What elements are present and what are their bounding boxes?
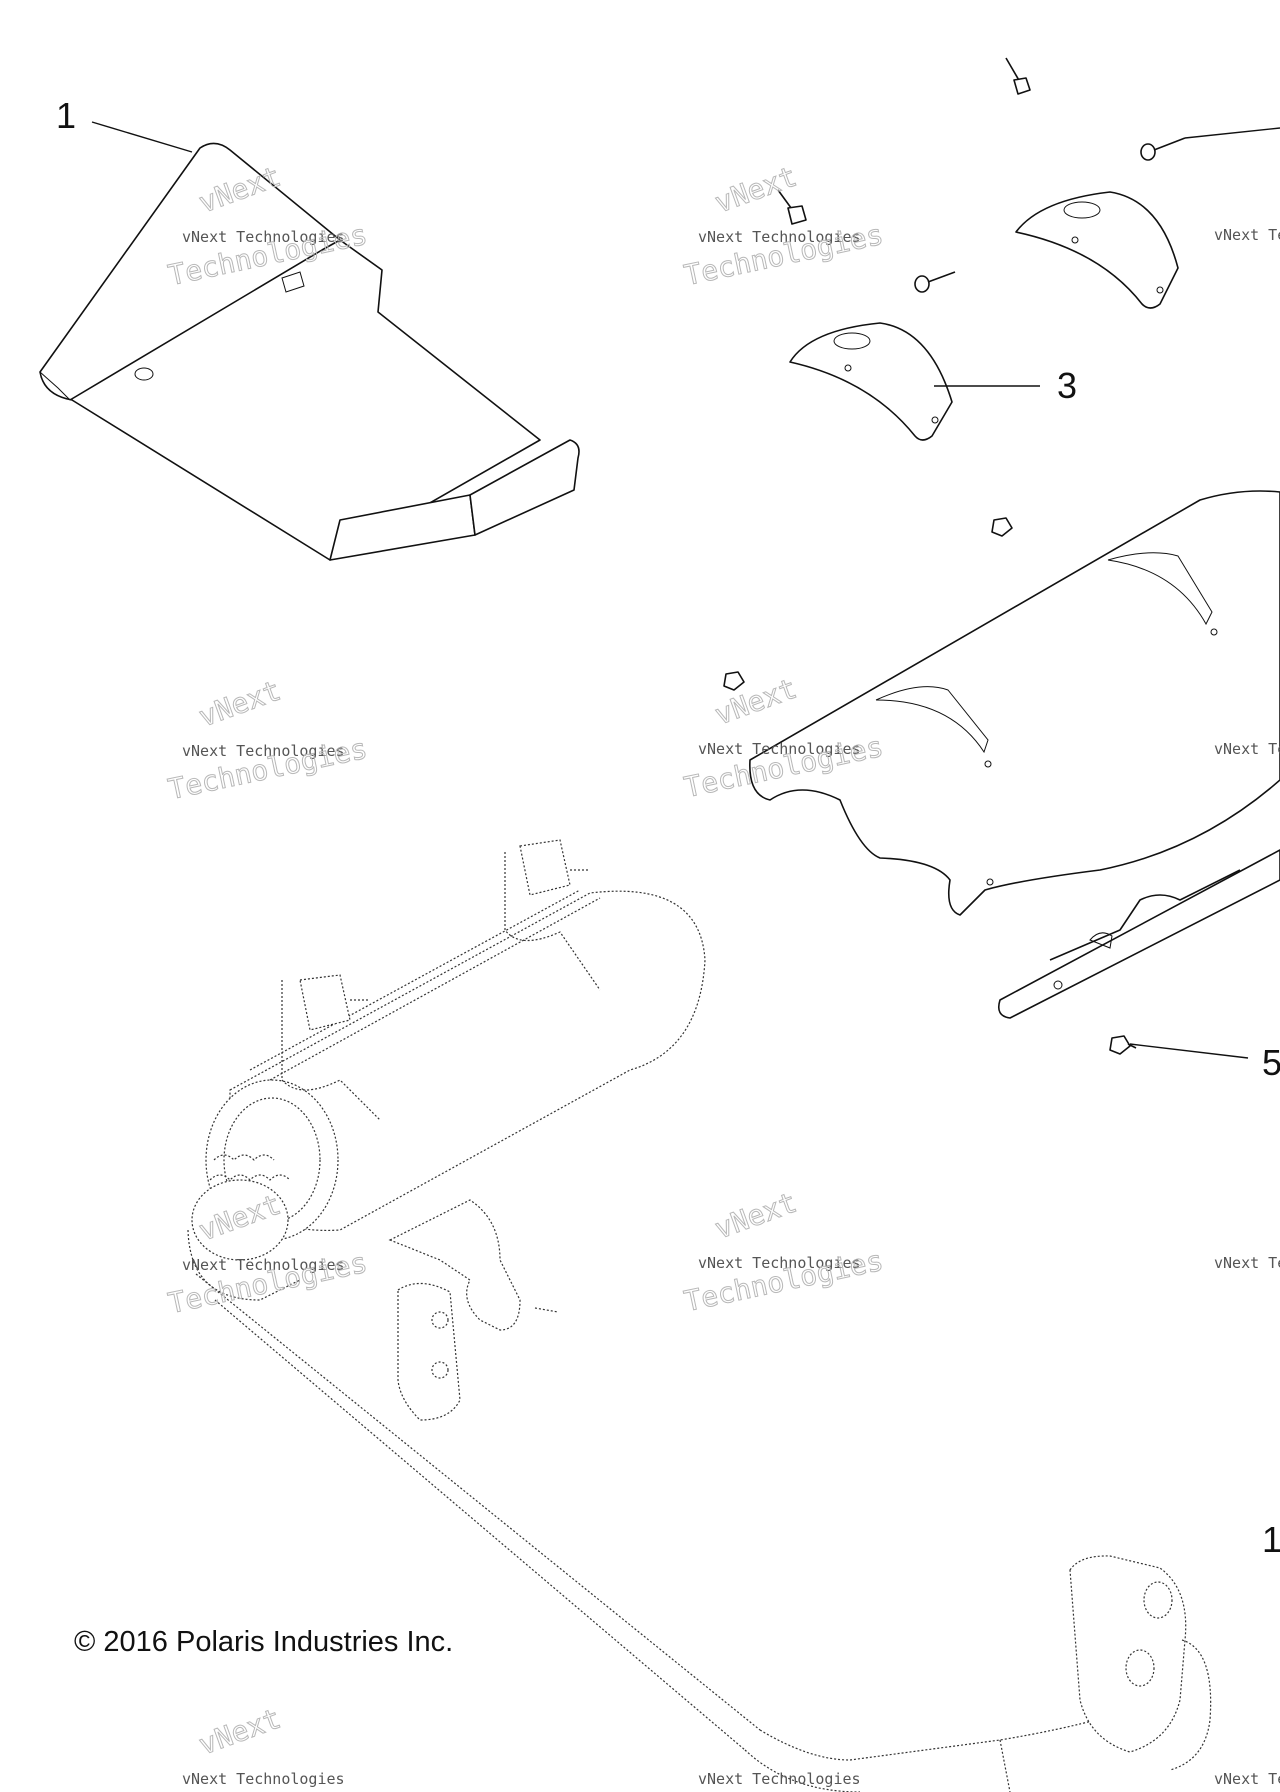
watermark-small-text: vNext Technologies [182, 1770, 345, 1788]
watermark-bl: vNext vNext Technologies [182, 1701, 345, 1788]
heat-shield-plate-part-1 [39, 142, 580, 561]
callout-1: 1 [56, 95, 76, 136]
leader-line-5 [1129, 1043, 1249, 1059]
callout-3: 3 [1057, 365, 1077, 406]
watermark-small-text: vNext Technologies [182, 228, 345, 246]
nut-upper [991, 517, 1013, 537]
watermark-top-word: vNext [194, 674, 284, 734]
watermark-small-text: vNext Technologies [1214, 226, 1280, 244]
curved-shield-upper [1015, 191, 1179, 309]
muffler-body [187, 889, 706, 1301]
watermark-lc: vNext vNext Technologies Technologies [681, 1185, 887, 1318]
watermark-top-word: vNext [194, 1702, 284, 1762]
watermark-small-text: vNext Technologies [698, 228, 861, 246]
watermark-small-text: vNext Technologies [698, 740, 861, 758]
watermark-small-text: vNext Technologies [1214, 1254, 1280, 1272]
screw-mid [777, 189, 807, 225]
watermark-tr: vNext Technologies [1214, 226, 1280, 244]
exhaust-manifold [1069, 1555, 1212, 1771]
watermark-small-text: vNext Technologies [698, 1770, 861, 1788]
watermark-br: vNext Technologies [1214, 1770, 1280, 1788]
screw-top [1005, 57, 1031, 95]
rivet-middle [914, 271, 956, 293]
watermark-bc: vNext Technologies [698, 1770, 861, 1788]
curved-shield-lower-part-3 [789, 322, 953, 441]
callout-5: 5 [1262, 1042, 1280, 1083]
watermark-small-text: vNext Technologies [698, 1254, 861, 1272]
muffler-mount-bracket [388, 1199, 559, 1421]
rivet-upper-right [1140, 127, 1280, 161]
muffler-heat-shield [749, 490, 1280, 916]
watermark-top-word: vNext [710, 672, 800, 732]
watermark-top-word: vNext [710, 160, 800, 220]
nut-left [723, 671, 745, 691]
muffler-spring [209, 1154, 291, 1181]
muffler-hanger-left [281, 974, 381, 1121]
watermark-small-text: vNext Technologies [1214, 740, 1280, 758]
watermark-small-text: vNext Technologies [182, 742, 345, 760]
watermark-small-text: vNext Technologies [182, 1256, 345, 1274]
muffler-bracket-rail [997, 849, 1280, 1019]
muffler-hanger-right [504, 839, 601, 991]
bolt-part-5 [1109, 1035, 1137, 1055]
watermark-lr: vNext Technologies [1214, 1254, 1280, 1272]
copyright-notice: © 2016 Polaris Industries Inc. [74, 1626, 454, 1658]
watermark-ml: vNext vNext Technologies Technologies [165, 673, 371, 806]
callout-1-lower: 1 [1262, 1519, 1280, 1560]
leader-line-1 [91, 121, 193, 153]
watermark-tc: vNext vNext Technologies Technologies [681, 159, 887, 292]
watermark-mr: vNext Technologies [1214, 740, 1280, 758]
exhaust-pipe [195, 1273, 1181, 1792]
watermark-top-word: vNext [710, 1186, 800, 1246]
watermark-small-text: vNext Technologies [1214, 1770, 1280, 1788]
